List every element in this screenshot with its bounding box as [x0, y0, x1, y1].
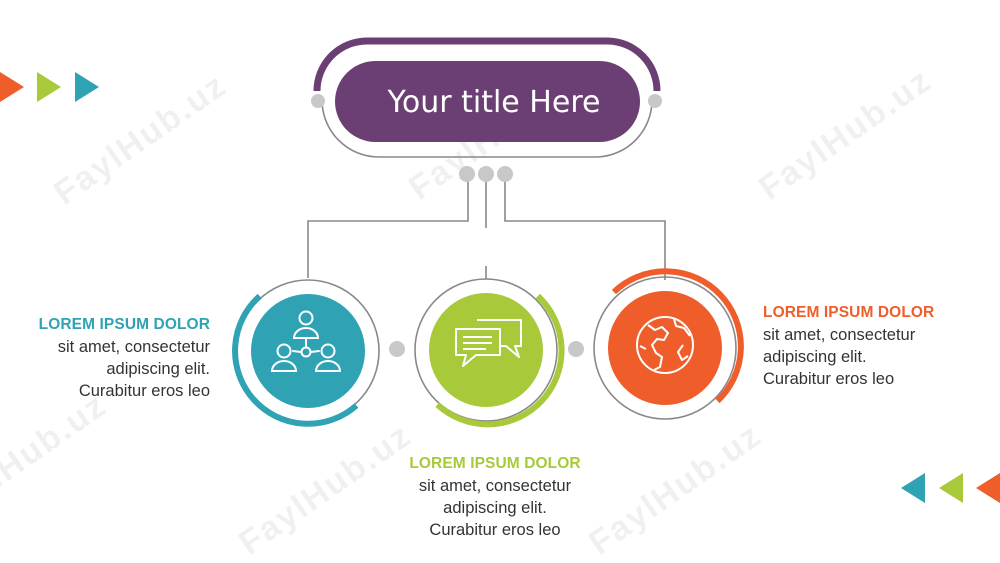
item-line: sit amet, consectetur	[57, 338, 210, 356]
title-right-dot	[648, 94, 662, 108]
item-line: Curabitur eros leo	[763, 370, 895, 388]
text-block-left: LOREM IPSUM DOLOR sit amet, consectetur …	[0, 314, 210, 402]
connector-dots	[389, 166, 584, 357]
text-block-center: LOREM IPSUM DOLOR sit amet, consectetur …	[380, 453, 610, 541]
circle-node-1	[232, 279, 380, 427]
connector-lines	[307, 180, 666, 280]
item-heading: LOREM IPSUM DOLOR	[38, 316, 210, 333]
item-line: sit amet, consectetur	[418, 477, 572, 495]
item-line: adipiscing elit.	[763, 348, 867, 366]
chat-bubbles-icon	[455, 319, 522, 367]
between-dot-2	[568, 341, 584, 357]
triangle-arrows-bottom-right	[901, 473, 1000, 503]
circle-node-2	[414, 278, 565, 428]
title-pill	[335, 61, 640, 142]
item-line: Curabitur eros leo	[78, 382, 210, 400]
item-line: sit amet, consectetur	[763, 326, 916, 344]
item-heading: LOREM IPSUM DOLOR	[409, 455, 581, 472]
title-frame	[311, 37, 662, 158]
people-network-icon	[270, 310, 342, 372]
triangle-arrows-top-left	[0, 72, 99, 102]
item-line: adipiscing elit.	[443, 499, 547, 517]
item-line: adipiscing elit.	[106, 360, 210, 378]
globe-icon	[636, 316, 694, 374]
text-block-right: LOREM IPSUM DOLOR sit amet, consectetur …	[763, 302, 993, 390]
title-left-dot	[311, 94, 325, 108]
item-line: Curabitur eros leo	[429, 521, 561, 539]
item-heading: LOREM IPSUM DOLOR	[763, 304, 935, 321]
circle-node-3	[593, 268, 744, 420]
page-title: Your title Here	[387, 85, 601, 120]
between-dot-1	[389, 341, 405, 357]
